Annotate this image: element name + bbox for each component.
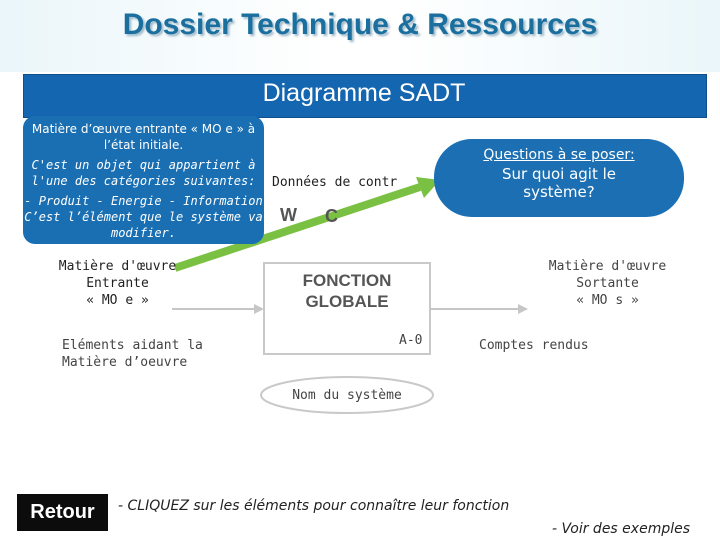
examples-link[interactable]: - Voir des exemples [552,521,691,537]
callout-line: - Produit - Energie - Information [24,194,263,208]
control-data-label[interactable]: Données de contr [272,175,398,190]
instruction-label: CLIQUEZ sur les éléments pour connaître … [127,498,510,514]
support-label-2[interactable]: Matière d’oeuvre [62,355,188,370]
examples-label[interactable]: Voir des exemples [561,521,691,537]
function-box [263,262,431,355]
output-label-3[interactable]: « MO s » [576,293,639,308]
callout-line: Matière d’œuvre entrante « MO e » à [31,122,256,136]
callout-line: modifier. [110,226,177,240]
input-label-3[interactable]: « MO e » [86,293,149,308]
system-name-label[interactable]: Nom du système [292,388,402,403]
c-config-label[interactable]: C [325,206,338,226]
callout-line: l’état initiale. [103,138,184,152]
system-oval [260,376,434,414]
w-energy-label[interactable]: W [280,205,297,225]
input-label-1[interactable]: Matière d'œuvre [58,259,177,274]
callout-question-line: Sur quoi agit le [501,165,617,183]
output-label-1[interactable]: Matière d'œuvre [548,259,667,274]
input-label-2[interactable]: Entrante [86,276,149,291]
callout-line: l'une des catégories suivantes: [31,174,256,188]
green-pointer-arrow [173,183,422,272]
callout-questions: Questions à se poser: Sur quoi agit le s… [434,139,684,217]
retour-button[interactable]: Retour [17,494,108,531]
subtitle-bar [23,74,707,118]
callout-question-line: système? [523,183,595,201]
diagram-subtitle: Diagramme SADT [262,79,466,107]
support-label-1[interactable]: Eléments aidant la [62,338,203,353]
callout-question-title: Questions à se poser: [483,147,635,163]
output-label-2[interactable]: Sortante [576,276,639,291]
reports-label[interactable]: Comptes rendus [479,338,589,353]
instruction-text: - CLIQUEZ sur les éléments pour connaîtr… [118,498,510,514]
title-banner [0,0,720,72]
function-label-2[interactable]: GLOBALE [305,292,389,311]
callout-line: C’est l’élément que le système va [24,210,263,224]
callout-line: C'est un objet qui appartient à [31,158,256,172]
page-title: Dossier Technique & Ressources [122,8,598,41]
function-label-1[interactable]: FONCTION [302,271,392,290]
callout-mo-entrante: Matière d’œuvre entrante « MO e » à l’ét… [23,116,264,244]
a0-label: A-0 [399,333,423,348]
